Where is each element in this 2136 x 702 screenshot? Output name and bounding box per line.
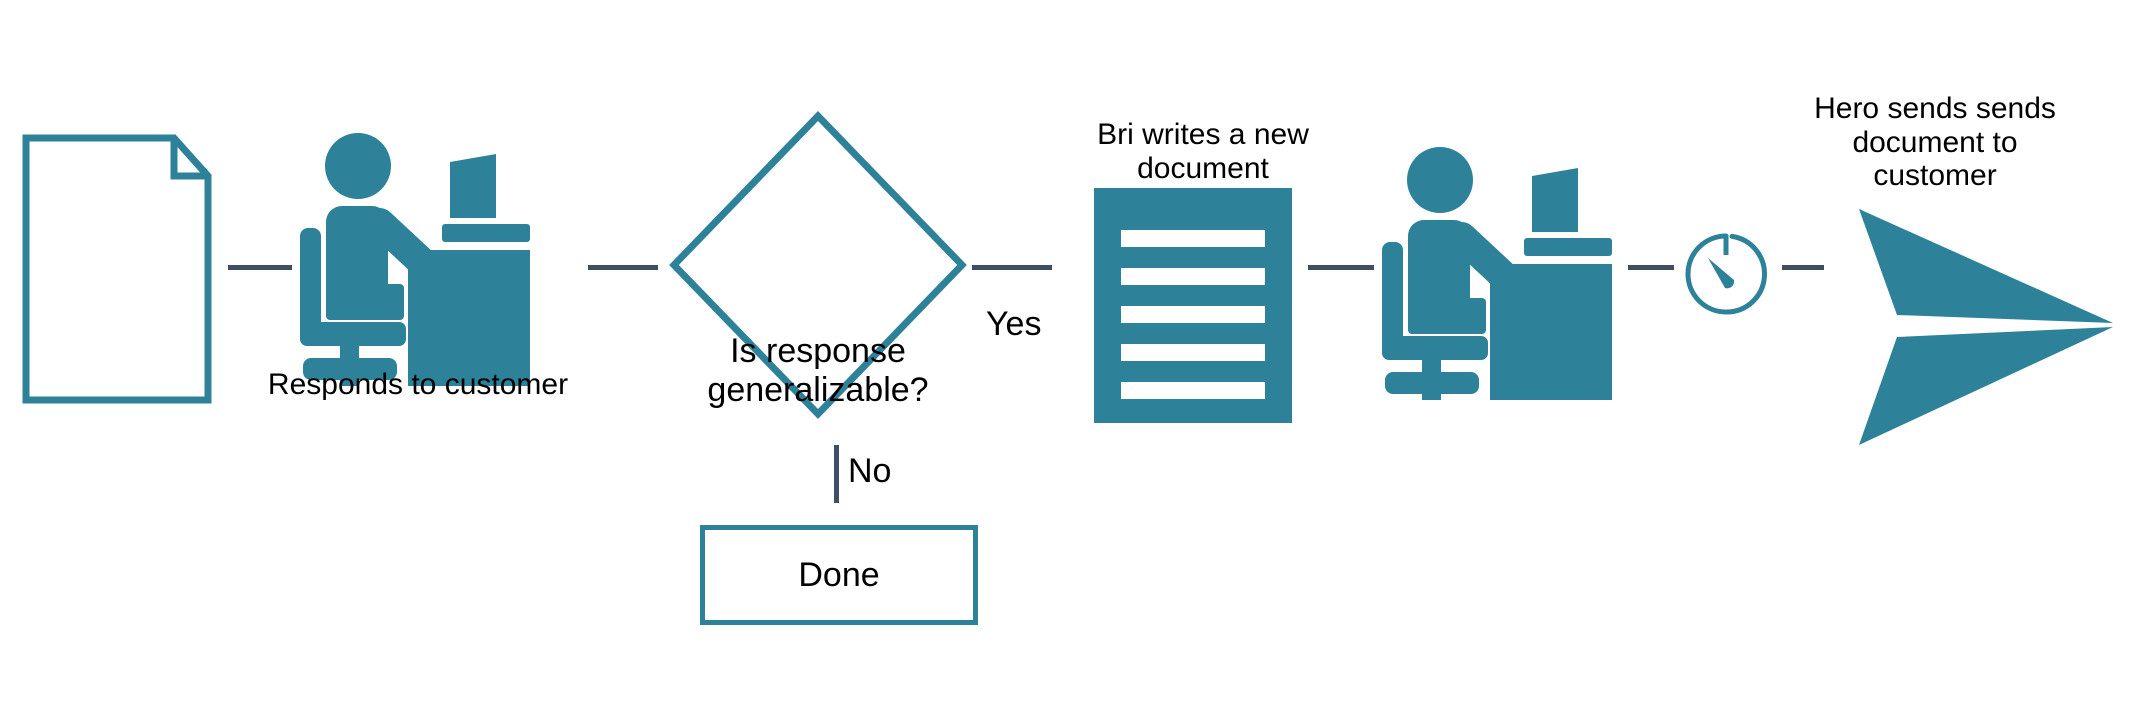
person-at-desk-icon — [1382, 147, 1612, 400]
caption-hero-sends-document: Hero sends sends document to customer — [1814, 92, 2056, 193]
node-done[interactable]: Done — [700, 525, 978, 625]
node-send[interactable] — [1855, 205, 2115, 450]
connector-person2-to-timer — [1628, 265, 1674, 270]
blank-document-icon — [22, 134, 212, 404]
connector-document-to-person2 — [1308, 265, 1374, 270]
connector-decision-to-document — [972, 265, 1052, 270]
done-label: Done — [798, 555, 880, 594]
node-written-document[interactable] — [1094, 188, 1292, 423]
node-decision[interactable]: Is response generalizable? — [668, 110, 968, 420]
node-person-hero[interactable] — [1382, 146, 1612, 400]
node-blank-document[interactable] — [22, 134, 212, 404]
caption-responds-to-customer: Responds to customer — [267, 368, 569, 401]
connector-timer-to-send — [1782, 265, 1824, 270]
caption-bri-writes-document: Bri writes a new document — [1097, 118, 1309, 185]
connector-doc-to-person1 — [228, 265, 292, 270]
lined-document-icon — [1094, 188, 1292, 423]
edge-label-yes: Yes — [986, 305, 1042, 343]
stopwatch-icon — [1685, 233, 1768, 315]
connector-person1-to-decision — [588, 265, 658, 270]
node-person-responds[interactable] — [300, 132, 530, 386]
edge-label-no: No — [848, 452, 892, 490]
diamond-decision-icon — [669, 110, 967, 420]
person-at-desk-icon — [300, 133, 530, 386]
paper-plane-icon — [1859, 209, 2113, 445]
decision-label: Is response generalizable? — [707, 332, 929, 409]
node-timer[interactable] — [1680, 228, 1772, 320]
connector-decision-to-done — [834, 445, 839, 503]
